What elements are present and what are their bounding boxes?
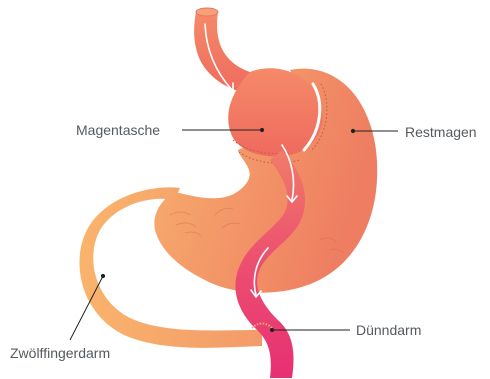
leader-duodenum-dot bbox=[101, 274, 104, 277]
leader-pouch-dot bbox=[260, 128, 263, 131]
label-magentasche: Magentasche bbox=[76, 122, 160, 138]
label-restmagen: Restmagen bbox=[405, 124, 477, 140]
leader-remnant-dot bbox=[351, 129, 354, 132]
esophagus-opening bbox=[196, 8, 218, 16]
leader-small-intestine-dot bbox=[270, 328, 273, 331]
label-duenndarm: Dünndarm bbox=[356, 322, 421, 338]
label-zwoelffingerdarm: Zwölffingerdarm bbox=[10, 345, 110, 361]
